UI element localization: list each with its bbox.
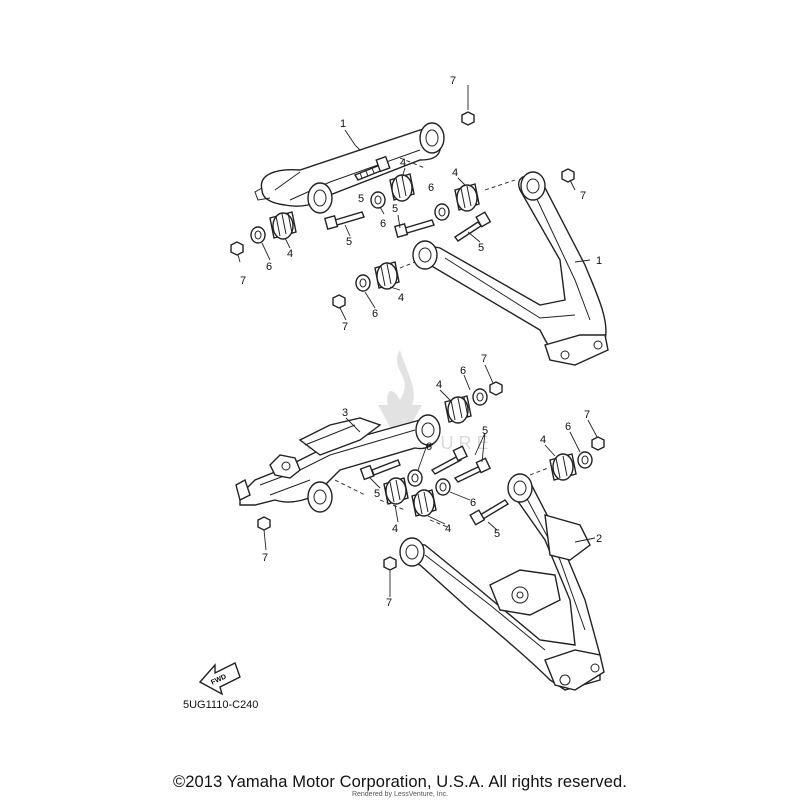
flame-logo-icon [378,350,422,445]
bushing [374,261,400,290]
callout-6: 6 [426,441,432,453]
bushing [389,173,415,202]
callout-7: 7 [386,597,392,609]
nut [591,436,605,451]
callout-5: 5 [346,236,352,248]
callout-7: 7 [342,321,348,333]
callout-4: 4 [436,379,442,391]
washer [577,451,593,469]
bolt [469,499,510,526]
nut [561,168,575,183]
callout-7: 7 [584,409,590,421]
callout-1: 1 [596,255,602,267]
callout-4: 4 [540,434,546,446]
washer [434,203,450,221]
bushing [383,477,409,505]
callout-6: 6 [372,308,378,320]
callout-4: 4 [398,292,404,304]
callout-5: 5 [494,528,500,540]
bolt [359,459,401,481]
callout-6: 6 [565,421,571,433]
nut [383,556,397,571]
leader-lines [237,85,598,597]
callout-4: 4 [400,157,406,169]
callout-4: 4 [452,167,458,179]
callout-5: 5 [482,425,488,437]
upper-arm-right [412,171,609,366]
lower-arm-right [399,473,605,691]
callout-2: 2 [596,533,602,545]
callout-3: 3 [342,407,348,419]
nut [257,516,271,531]
bolt [430,445,468,475]
nut [461,111,475,126]
washer [435,478,451,496]
callout-6: 6 [428,182,434,194]
callout-7: 7 [240,275,246,287]
callout-6: 6 [266,261,272,273]
callout-7: 7 [450,75,456,87]
diagram-code: 5UG1110-C240 [183,699,259,711]
callout-5: 5 [478,242,484,254]
washer [370,191,386,209]
fwd-arrow-icon: FWD [198,662,241,696]
bolt [353,155,391,181]
upper-arm-left [254,122,445,214]
copyright-notice: ©2013 Yamaha Motor Corporation, U.S.A. A… [173,773,627,791]
nut [332,294,346,309]
washer [250,226,266,244]
bolt [394,219,435,238]
bushing [444,395,472,424]
callout-5: 5 [358,193,364,205]
callout-5: 5 [374,488,380,500]
callout-numbers: 1 7 4 4 6 7 1 7 6 4 5 5 6 5 5 4 6 7 3 4 … [240,75,602,609]
callout-4: 4 [445,523,451,535]
nut [489,381,503,396]
bolt [453,457,491,483]
callout-7: 7 [481,353,487,365]
callout-5: 5 [392,203,398,215]
bushing [454,183,480,212]
rendered-by-notice: Rendered by LessVenture, Inc. [351,791,449,798]
bushing [549,453,577,481]
bushing [269,211,297,240]
washer [472,388,488,406]
callout-6: 6 [470,497,476,509]
bushing [411,489,437,517]
washer [355,274,371,292]
bolt [324,211,365,230]
callout-1: 1 [340,118,346,130]
callout-4: 4 [392,523,398,535]
washer [407,469,423,487]
callout-4: 4 [287,248,293,260]
callout-6: 6 [460,365,466,377]
nut [230,241,244,256]
callout-7: 7 [262,552,268,564]
callout-6: 6 [380,218,386,230]
bolt [453,211,492,242]
callout-7: 7 [580,190,586,202]
lower-arm-left [235,414,441,513]
